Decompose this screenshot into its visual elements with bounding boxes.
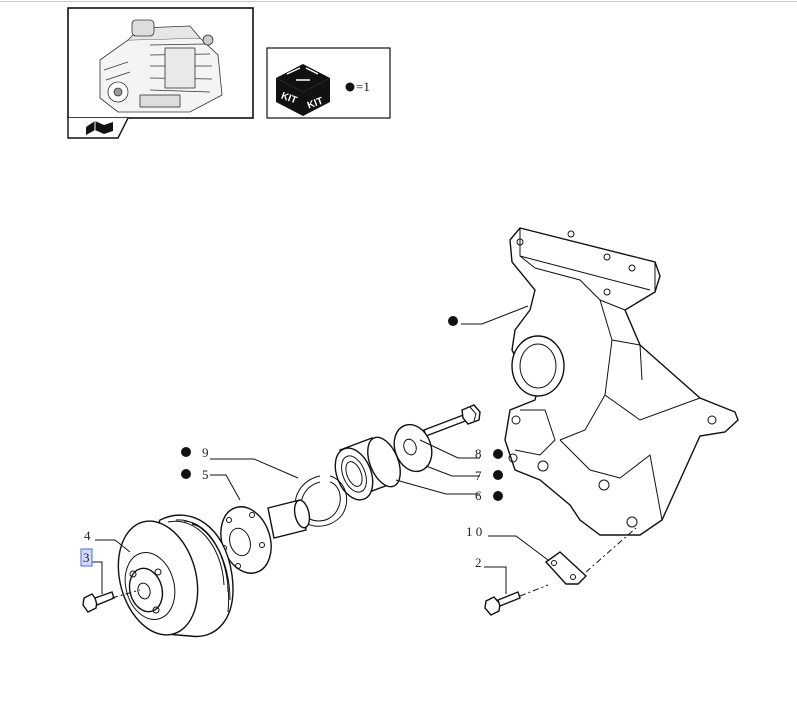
callout-8[interactable]: 8 [475,446,482,461]
kit-box-icon: KIT KIT [276,64,330,116]
callout-7[interactable]: 7 [475,468,482,483]
kit-label-right: KIT [306,96,325,112]
long-bolt[interactable] [423,404,481,437]
callout-9[interactable]: 9 [202,445,209,460]
black-dot-icon [345,82,355,92]
callout-4[interactable]: 4 [84,528,91,543]
snap-ring[interactable] [294,475,348,527]
kit-legend: KIT KIT =1 [266,47,391,119]
black-dot-icon [493,449,503,459]
callout-2[interactable]: 2 [475,555,482,570]
engine-illustration-icon [99,19,223,113]
callout-5[interactable]: 5 [202,467,209,482]
legend-equals-one: =1 [356,79,370,94]
open-book-icon [86,121,113,135]
pulley-bolt[interactable] [82,591,115,613]
callout-6[interactable]: 6 [475,488,482,503]
top-divider [0,1,797,2]
bearing[interactable] [328,433,407,506]
support-bracket[interactable] [504,227,739,536]
black-dot-icon [448,316,458,326]
pulley[interactable] [106,512,234,644]
assembly-axis-lines [111,527,637,599]
mounting-plate[interactable] [544,551,588,585]
leader-lines [92,305,549,594]
callout-3-highlight [80,548,93,567]
callout-labels: 9 5 4 3 8 7 6 1 0 2 [80,445,482,570]
black-dot-icon [181,447,191,457]
black-dot-icon [493,491,503,501]
plate-bolt[interactable] [484,591,521,616]
kit-label-left: KIT [279,91,298,107]
black-dot-icon [181,469,191,479]
engine-thumbnail[interactable] [67,7,254,139]
black-dot-icon [493,470,503,480]
kit-markers [181,316,503,501]
callout-3[interactable]: 3 [83,550,90,565]
callout-10[interactable]: 1 0 [466,524,482,539]
